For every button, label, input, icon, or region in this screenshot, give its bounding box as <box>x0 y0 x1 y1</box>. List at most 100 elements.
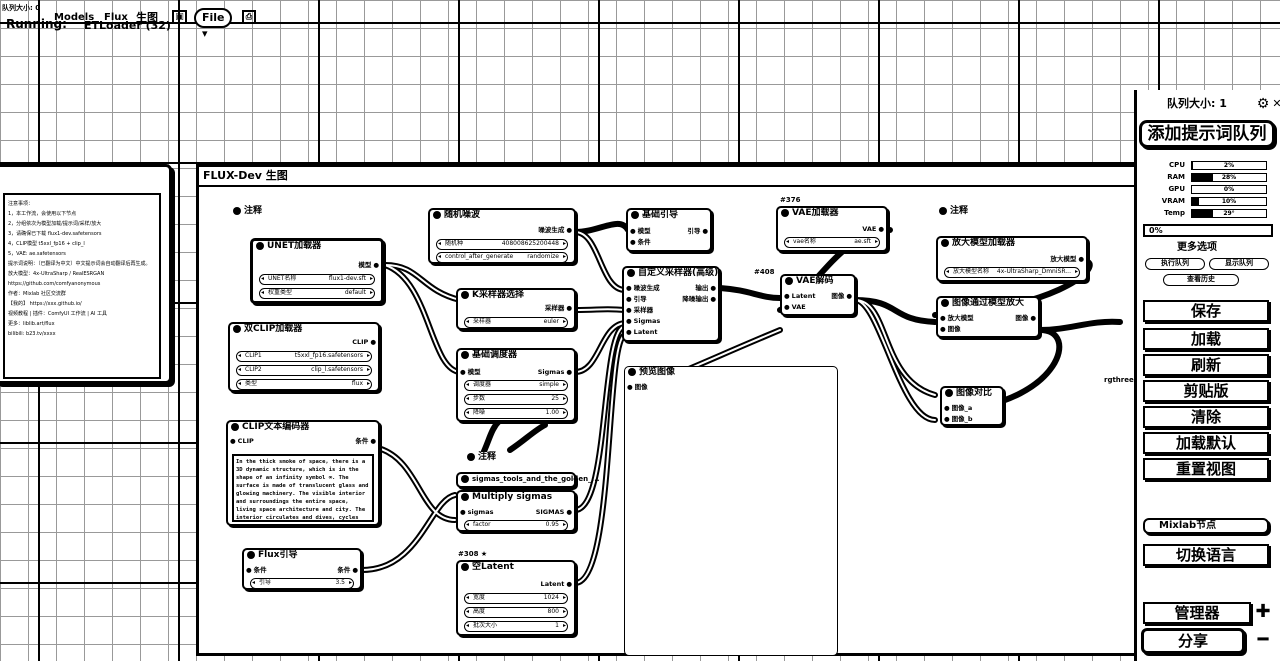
input-port[interactable]: 放大模型 <box>940 314 974 323</box>
input-port[interactable]: 引导 <box>626 295 647 304</box>
input-port[interactable]: sigmas <box>460 508 494 517</box>
exec-queue-button[interactable]: 执行队列 <box>1145 258 1205 270</box>
input-port[interactable]: 图像 <box>940 325 961 334</box>
input-port[interactable]: Latent <box>784 292 816 301</box>
share-button[interactable]: 分享 <box>1141 628 1245 654</box>
show-queue-button[interactable]: 显示队列 <box>1209 258 1269 270</box>
flux-guidance-node[interactable]: Flux引导 条件 条件 引导3.5 <box>242 548 362 590</box>
output-port[interactable]: SIGMAS <box>536 508 572 517</box>
clipspace-button[interactable]: 剪贴版 <box>1143 380 1269 402</box>
workflow-tab[interactable]: 生图 <box>136 11 158 24</box>
upscale-with-model-node[interactable]: 图像通过模型放大 放大模型 图像 图像 <box>936 296 1040 338</box>
view-history-button[interactable]: 查看历史 <box>1163 274 1239 286</box>
denoise-widget[interactable]: 降噪1.00 <box>464 408 568 419</box>
dual-clip-loader-node[interactable]: 双CLIP加载器 CLIP CLIP1t5xxl_fp16.safetensor… <box>228 322 380 392</box>
mixlab-nodes-button[interactable]: Mixlab节点 <box>1143 518 1269 534</box>
refresh-button[interactable]: 刷新 <box>1143 354 1269 376</box>
gear-icon[interactable]: ⚙ <box>1256 96 1270 112</box>
clear-button[interactable]: 清除 <box>1143 406 1269 428</box>
guidance-widget[interactable]: 引导3.5 <box>250 578 354 589</box>
output-port[interactable]: Latent <box>541 580 572 589</box>
manager-button[interactable]: 管理器 <box>1143 602 1251 624</box>
output-port[interactable]: CLIP <box>352 338 376 347</box>
input-port[interactable]: 噪波生成 <box>626 284 660 293</box>
input-port[interactable]: 模型 <box>460 368 481 377</box>
input-port[interactable]: Latent <box>626 328 658 337</box>
note-panel[interactable]: 注意事项： 1，本工作流，会使用以下节点 2，分组依次为模型加载/提示词/采样/… <box>0 164 172 384</box>
output-port[interactable]: 输出 <box>695 284 716 293</box>
load-button[interactable]: 加载 <box>1143 328 1269 350</box>
flux-label[interactable]: Flux <box>104 12 128 23</box>
image-compare-node[interactable]: 图像对比 图像_a 图像_b <box>940 386 1004 426</box>
note-node[interactable]: 注释 <box>936 206 976 222</box>
note-node[interactable]: 注释 <box>464 452 504 468</box>
switch-language-button[interactable]: 切换语言 <box>1143 544 1269 566</box>
input-port[interactable]: CLIP <box>230 437 254 446</box>
output-port[interactable]: 图像 <box>831 292 852 301</box>
custom-sampler-advanced-node[interactable]: 自定义采样器(高级) 噪波生成 引导 采样器 Sigmas Latent 输出 … <box>622 266 720 342</box>
upscale-model-name-widget[interactable]: 放大模型名称4x-UltraSharp_DmniSR... <box>944 267 1080 278</box>
upscale-model-loader-node[interactable]: 放大模型加载器 放大模型 放大模型名称4x-UltraSharp_DmniSR.… <box>936 236 1088 282</box>
output-port[interactable]: 采样器 <box>545 304 572 313</box>
prompt-textarea[interactable]: In the thick smoke of space, there is a … <box>232 454 374 522</box>
input-port[interactable]: 条件 <box>630 238 651 247</box>
plus-icon[interactable]: ✚ <box>1255 601 1271 622</box>
basic-guider-node[interactable]: 基础引导 模型 条件 引导 <box>626 208 712 252</box>
more-options-label[interactable]: 更多选项 <box>1177 242 1217 253</box>
input-port[interactable]: 图像_a <box>944 404 973 413</box>
save-icon[interactable]: ⎙ <box>242 10 256 24</box>
input-port[interactable]: VAE <box>784 303 806 312</box>
input-port[interactable]: 模型 <box>630 227 651 236</box>
input-port[interactable]: 采样器 <box>626 306 654 315</box>
vae-decode-node[interactable]: VAE解码 Latent VAE 图像 <box>780 274 856 316</box>
clip-text-encode-node[interactable]: CLIP文本编码器 CLIP 条件 In the thick smoke of … <box>226 420 380 526</box>
output-port[interactable]: 引导 <box>687 227 708 236</box>
output-port[interactable]: 模型 <box>358 261 379 270</box>
note-text[interactable]: 注意事项： 1，本工作流，会使用以下节点 2，分组依次为模型加载/提示词/采样/… <box>3 193 161 379</box>
image-icon[interactable]: ▣ <box>172 10 187 24</box>
note-node[interactable]: 注释 <box>230 206 270 222</box>
input-port[interactable]: 图像 <box>627 383 648 392</box>
output-port[interactable]: 降噪输出 <box>682 295 716 304</box>
output-port[interactable]: 噪波生成 <box>538 226 572 235</box>
reset-view-button[interactable]: 重置视图 <box>1143 458 1269 480</box>
models-label[interactable]: Models <box>54 12 95 23</box>
input-port[interactable]: 条件 <box>246 566 267 575</box>
minus-icon[interactable]: ━ <box>1257 629 1269 650</box>
sigmas-tools-node[interactable]: sigmas_tools_and_the_golden_... <box>456 472 600 488</box>
close-icon[interactable]: ✕ <box>1272 97 1280 110</box>
output-port[interactable]: 放大模型 <box>1050 255 1084 264</box>
output-port[interactable]: Sigmas <box>538 368 572 377</box>
load-default-button[interactable]: 加载默认 <box>1143 432 1269 454</box>
input-port[interactable]: Sigmas <box>626 317 661 326</box>
add-prompt-queue-button[interactable]: 添加提示词队列 <box>1139 120 1275 148</box>
input-port[interactable]: 图像_b <box>944 415 973 424</box>
save-button[interactable]: 保存 <box>1143 300 1269 322</box>
output-port[interactable]: 条件 <box>355 437 376 446</box>
output-port[interactable]: 图像 <box>1015 314 1036 323</box>
output-port[interactable]: 条件 <box>337 566 358 575</box>
output-port[interactable]: VAE <box>862 225 884 234</box>
preview-image-node[interactable]: 预览图像 图像 <box>624 366 838 656</box>
file-menu-button[interactable]: File ▾ <box>194 8 232 40</box>
